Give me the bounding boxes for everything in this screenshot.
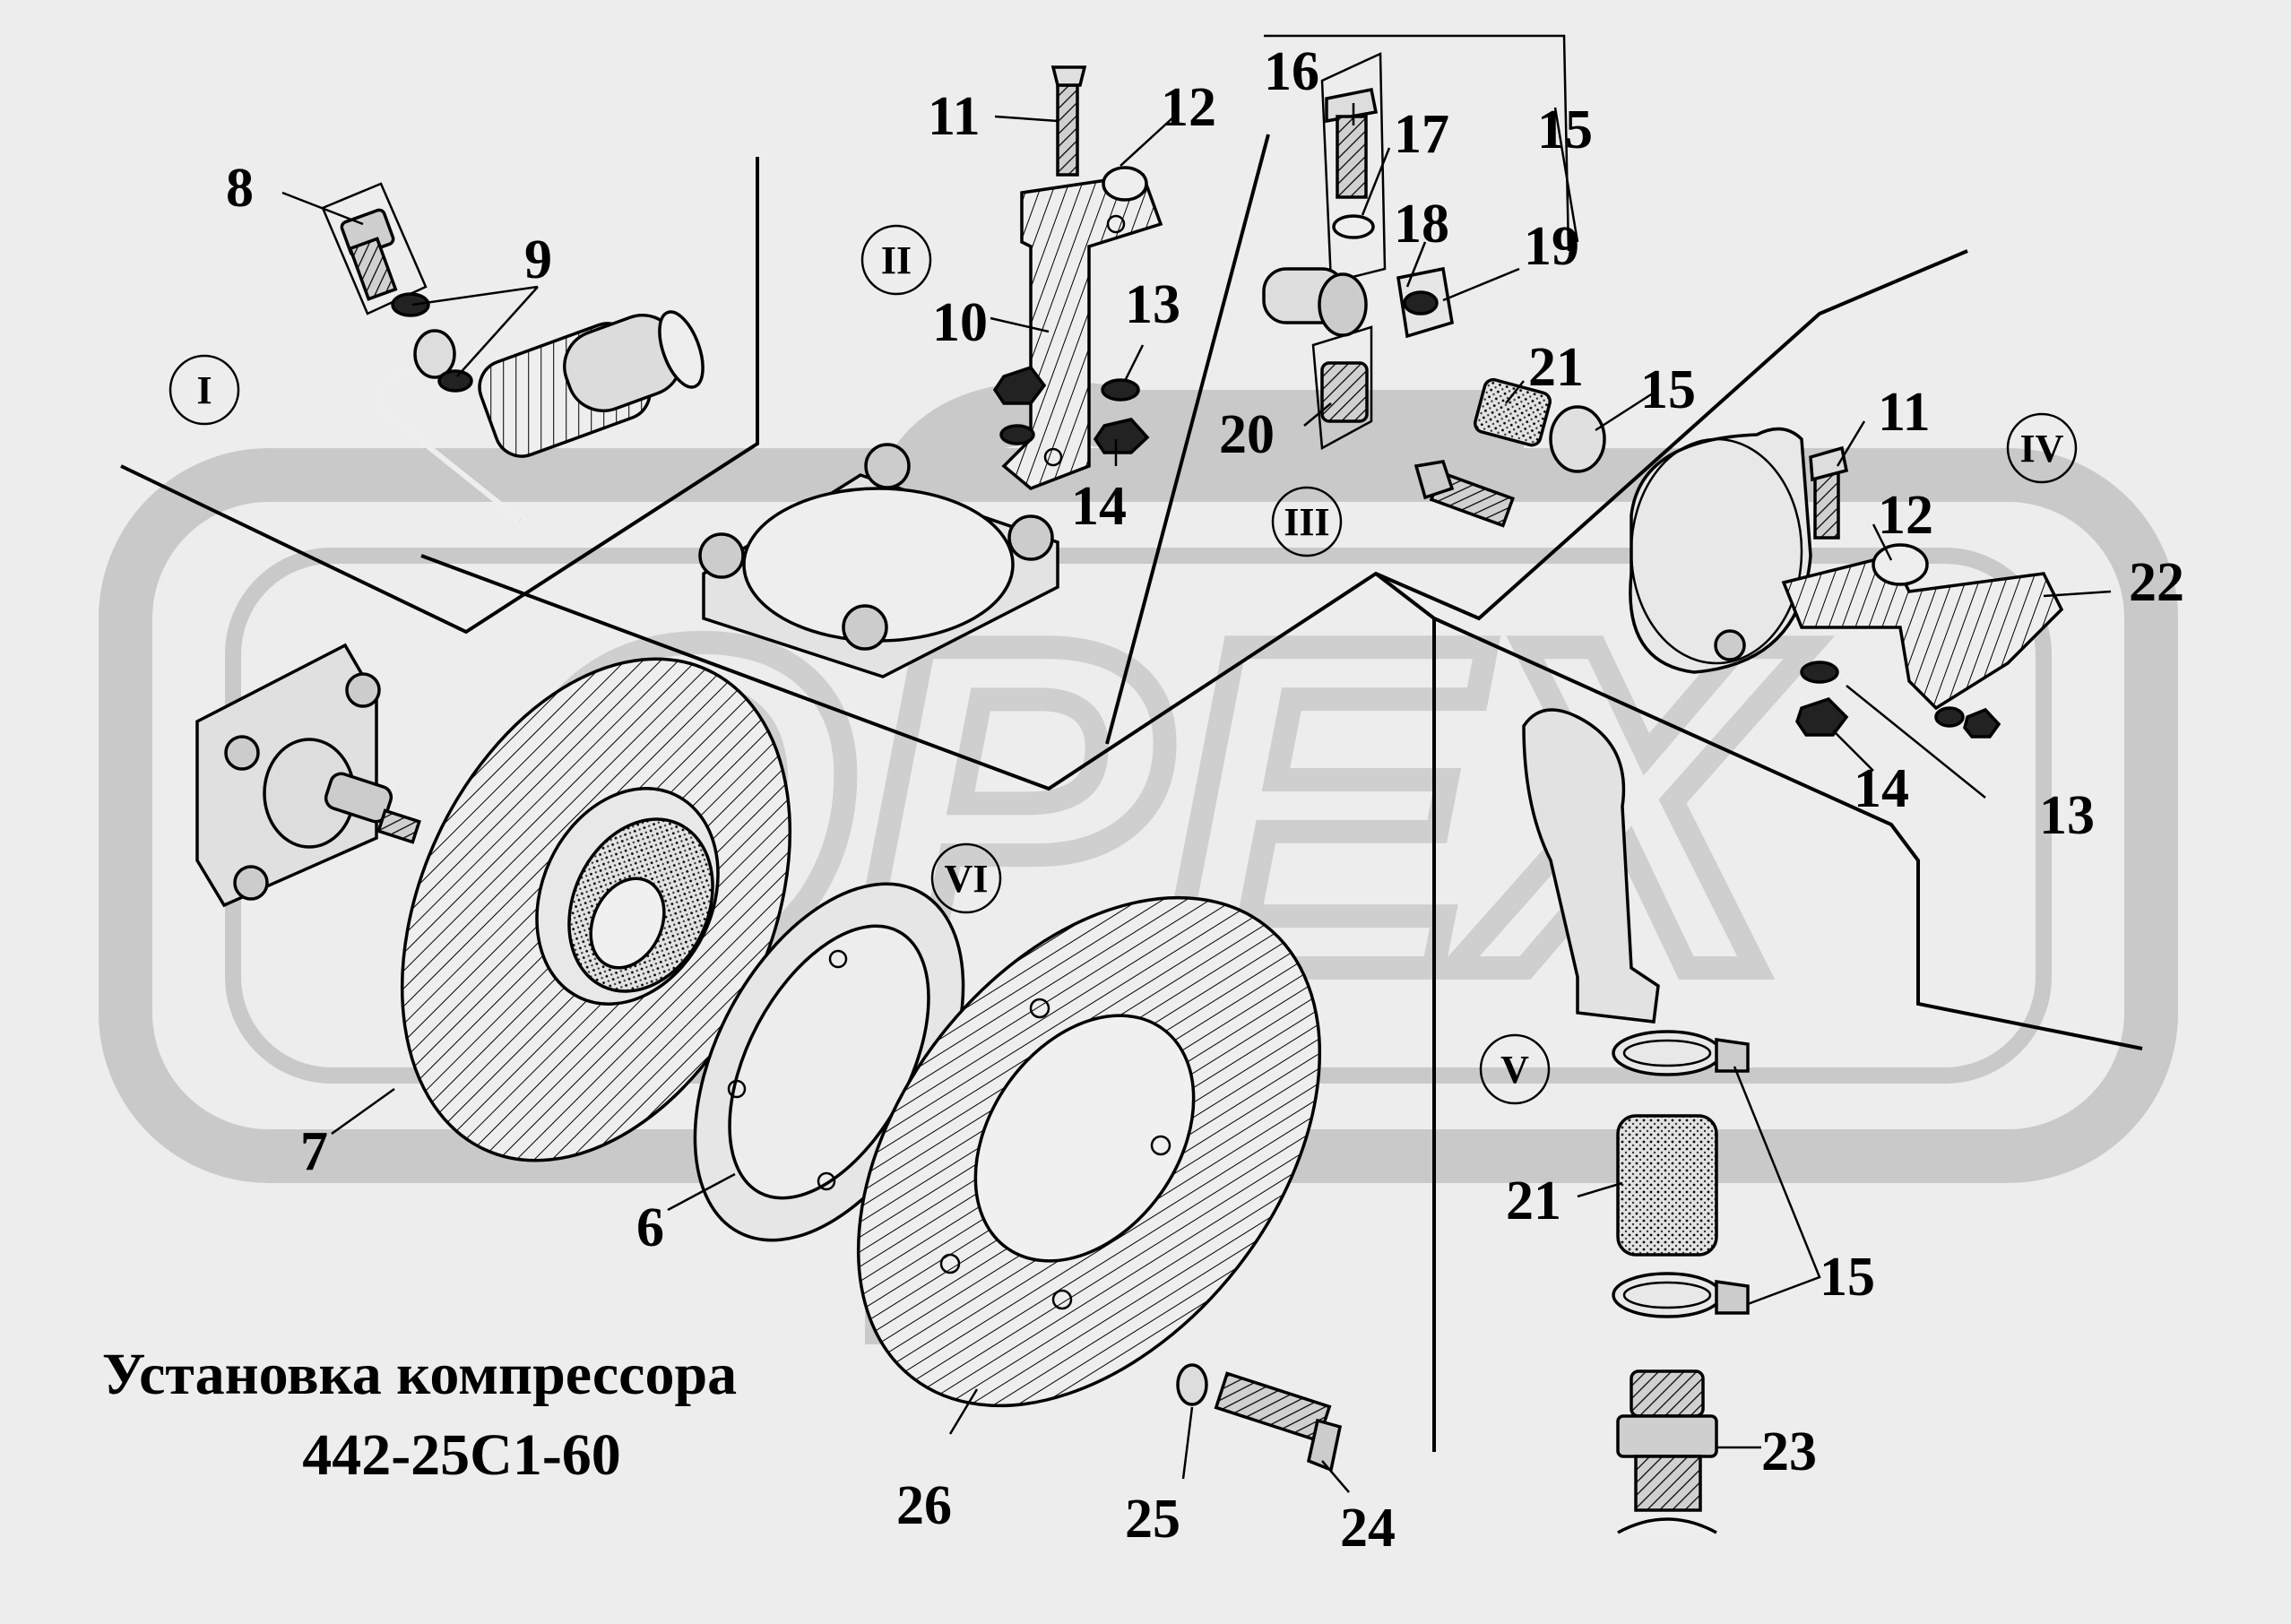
callout-15a: 15 (1537, 99, 1593, 160)
section-iii-fittings (1262, 52, 1606, 528)
svg-text:I: I (196, 368, 212, 412)
section-marker-iii: III (1271, 486, 1343, 557)
compressor-flange-shaft (195, 643, 421, 908)
callout-23: 23 (1761, 1421, 1817, 1482)
section-marker-v: V (1479, 1033, 1551, 1105)
section-ii-bracket (698, 65, 1163, 678)
callout-24: 24 (1340, 1498, 1396, 1559)
callout-8: 8 (226, 158, 254, 219)
section-i-pipe-assembly (321, 182, 705, 523)
callout-21b: 21 (1506, 1170, 1561, 1231)
callout-14b: 14 (1854, 758, 1909, 819)
callout-17: 17 (1394, 104, 1449, 165)
section-v-hose-assembly (1522, 708, 1750, 1534)
leader-lines (281, 34, 2112, 1493)
callout-18: 18 (1394, 194, 1449, 255)
callout-9: 9 (524, 229, 552, 290)
section-marker-iv: IV (2006, 412, 2078, 484)
drive-disc-7 (400, 657, 792, 1162)
section-marker-i: I (169, 354, 240, 426)
callout-11a: 11 (928, 86, 981, 147)
callout-15b: 15 (1640, 359, 1696, 420)
callout-15c: 15 (1820, 1247, 1875, 1308)
section-iv-bracket (1629, 427, 2064, 739)
callout-21a: 21 (1528, 337, 1584, 398)
section-marker-ii: II (860, 224, 932, 296)
svg-text:IV: IV (2020, 427, 2064, 471)
section-markers: I II III IV V VI (169, 224, 2078, 1105)
drawing-title: Установка компрессора 442-25С1-60 (102, 1342, 737, 1488)
callout-19: 19 (1524, 216, 1579, 277)
disc-26 (856, 895, 1322, 1408)
callout-10: 10 (932, 292, 988, 353)
bolt-24-washer-25 (1176, 1363, 1343, 1473)
callout-26: 26 (896, 1475, 952, 1536)
title-line-1: Установка компрессора (102, 1342, 737, 1407)
callout-12a: 12 (1161, 77, 1216, 138)
callout-14a: 14 (1071, 476, 1127, 537)
callout-6: 6 (636, 1197, 664, 1258)
callout-22: 22 (2129, 552, 2184, 613)
svg-text:II: II (881, 238, 912, 282)
svg-text:V: V (1500, 1048, 1529, 1092)
callout-20: 20 (1219, 404, 1275, 465)
callout-7: 7 (300, 1121, 328, 1182)
callout-16: 16 (1264, 41, 1319, 102)
callout-labels: 8 9 11 12 10 13 14 16 17 15 18 19 21 15 … (226, 41, 2184, 1559)
svg-text:VI: VI (945, 857, 989, 901)
callout-13a: 13 (1125, 274, 1180, 335)
callout-11b: 11 (1878, 382, 1931, 443)
callout-13b: 13 (2039, 785, 2095, 846)
section-marker-vi: VI (930, 842, 1002, 914)
title-line-2: 442-25С1-60 (302, 1422, 621, 1488)
callout-12b: 12 (1878, 485, 1933, 546)
svg-text:III: III (1284, 500, 1329, 544)
callout-25: 25 (1125, 1489, 1180, 1550)
flange-nuts (698, 443, 1054, 651)
section-boundaries (120, 134, 2143, 1452)
